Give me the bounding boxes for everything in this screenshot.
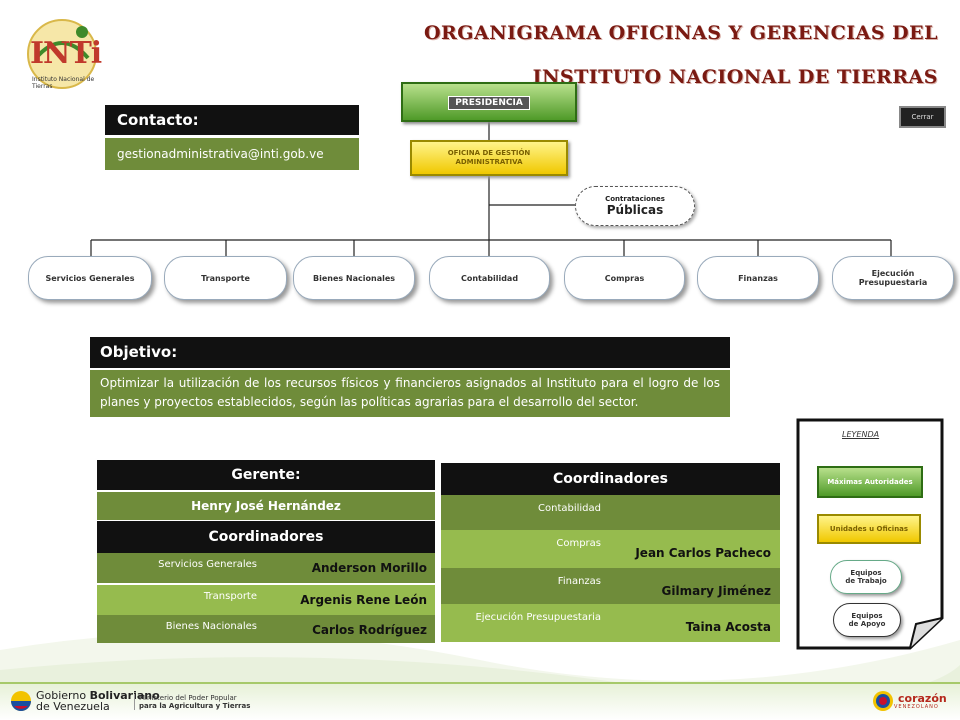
- table-row: Servicios Generales Anderson Morillo: [97, 553, 435, 583]
- row-area: Contabilidad: [538, 503, 601, 514]
- table-row: Transporte Argenis Rene León: [97, 585, 435, 615]
- footer-divider: [0, 682, 960, 685]
- legend-support-teams: Equipos de Apoyo: [833, 603, 901, 637]
- row-area: Finanzas: [557, 576, 601, 587]
- row-name: Jean Carlos Pacheco: [635, 546, 771, 560]
- legend-work-teams: Equipos de Trabajo: [830, 560, 902, 594]
- ministry-label: Ministerio del Poder Popular para la Agr…: [134, 694, 250, 710]
- contact-email[interactable]: gestionadministrativa@inti.gob.ve: [105, 138, 359, 170]
- contact-label: Contacto:: [105, 105, 359, 135]
- org-chart-connectors: [90, 122, 892, 258]
- table-row: Contabilidad: [441, 495, 780, 530]
- page-title-line2: INSTITUTO NACIONAL DE TIERRAS: [532, 66, 938, 88]
- row-name: Gilmary Jiménez: [661, 584, 771, 598]
- brand-logo: corazón VENEZOLANO: [872, 690, 947, 712]
- row-name: Anderson Morillo: [311, 561, 427, 575]
- ministry-line2: para la Agricultura y Tierras: [139, 702, 251, 710]
- ministry-line1: Ministerio del Poder Popular: [139, 694, 237, 702]
- table-row: Finanzas Gilmary Jiménez: [441, 568, 780, 604]
- table-row: Ejecución Presupuestaria Taina Acosta: [441, 604, 780, 642]
- row-area: Bienes Nacionales: [165, 621, 257, 632]
- contracts-label-top: Contrataciones: [605, 195, 665, 203]
- left-coordinators-label: Coordinadores: [97, 521, 435, 553]
- office-admin-label-line1: OFICINA DE GESTIÓN: [447, 149, 531, 157]
- manager-label: Gerente:: [97, 460, 435, 490]
- row-area: Transporte: [203, 591, 257, 602]
- inti-logo-icon: [27, 19, 97, 89]
- row-name: Taina Acosta: [685, 620, 771, 634]
- logo-text: INTi: [30, 36, 102, 71]
- gov-logo: Gobierno Bolivariano de Venezuela: [10, 690, 160, 712]
- legend-title: LEYENDA: [842, 430, 880, 439]
- legend-max-authorities: Máximas Autoridades: [817, 466, 923, 498]
- unit-contabilidad[interactable]: Contabilidad: [429, 256, 550, 300]
- presidency-label: PRESIDENCIA: [448, 96, 530, 110]
- gov-line1: Gobierno: [36, 689, 87, 702]
- office-admin-box[interactable]: OFICINA DE GESTIÓN ADMINISTRATIVA: [410, 140, 568, 176]
- unit-finanzas[interactable]: Finanzas: [697, 256, 819, 300]
- presidency-box[interactable]: PRESIDENCIA: [401, 82, 577, 122]
- logo-subtitle: Instituto Nacional de Tierras: [32, 76, 95, 90]
- row-name: Carlos Rodríguez: [312, 623, 427, 637]
- row-area: Ejecución Presupuestaria: [475, 612, 601, 623]
- row-name: Argenis Rene León: [300, 593, 427, 607]
- row-area: Servicios Generales: [158, 559, 257, 570]
- footer: [0, 684, 960, 720]
- objective-text: Optimizar la utilización de los recursos…: [90, 370, 730, 417]
- gov-flag-icon: [11, 691, 31, 711]
- gov-line2: de Venezuela: [36, 700, 110, 713]
- unit-compras[interactable]: Compras: [564, 256, 685, 300]
- page-title-line1: ORGANIGRAMA OFICINAS Y GERENCIAS DEL: [423, 22, 938, 44]
- unit-bienes-nacionales[interactable]: Bienes Nacionales: [293, 256, 415, 300]
- table-row: Compras Jean Carlos Pacheco: [441, 530, 780, 568]
- unit-ejecucion-presupuestaria[interactable]: Ejecución Presupuestaria: [832, 256, 954, 300]
- gov-line1-bold: Bolivariano: [89, 689, 160, 702]
- office-admin-label-line2: ADMINISTRATIVA: [455, 158, 523, 166]
- table-row: Bienes Nacionales Carlos Rodríguez: [97, 615, 435, 643]
- contracts-box[interactable]: Contrataciones Públicas: [575, 186, 695, 226]
- objective-label: Objetivo:: [90, 337, 730, 368]
- contracts-label-bottom: Públicas: [606, 203, 664, 217]
- unit-servicios-generales[interactable]: Servicios Generales: [28, 256, 152, 300]
- right-coordinators-label: Coordinadores: [441, 463, 780, 495]
- row-area: Compras: [556, 538, 601, 549]
- brand-name: corazón: [898, 691, 947, 705]
- legend-units: Unidades u Oficinas: [817, 514, 921, 544]
- unit-transporte[interactable]: Transporte: [164, 256, 287, 300]
- brand-sub: VENEZOLANO: [894, 703, 939, 710]
- heart-icon: [873, 691, 893, 711]
- close-button[interactable]: Cerrar: [899, 106, 946, 128]
- manager-name: Henry José Hernández: [97, 492, 435, 520]
